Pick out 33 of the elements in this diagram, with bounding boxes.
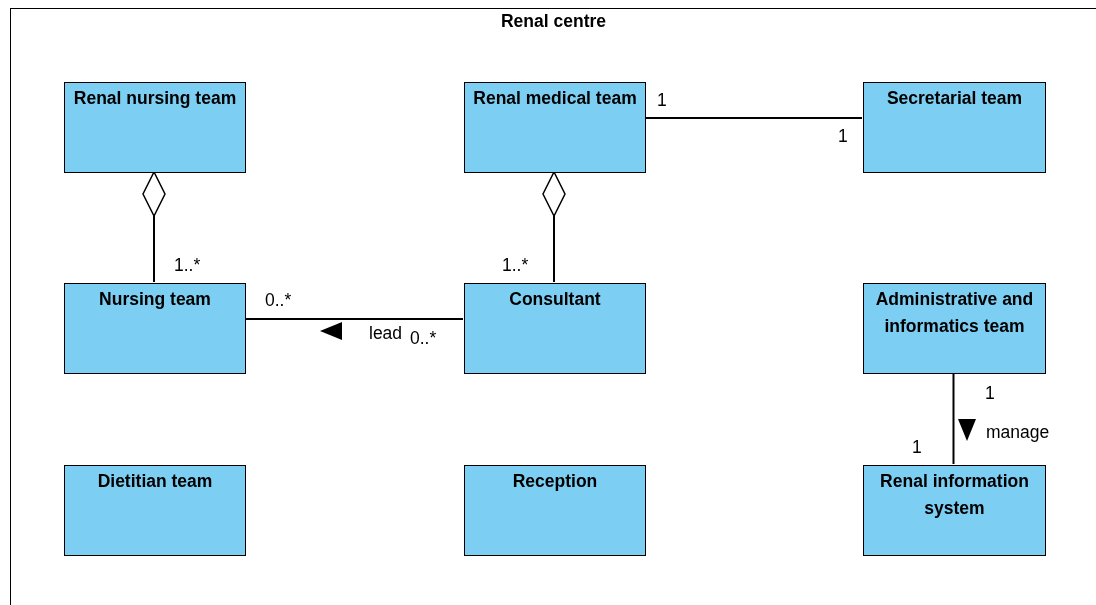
association-line — [644, 117, 863, 119]
multiplicity-label: 0..* — [265, 290, 292, 310]
class-name: Renal nursing team — [72, 87, 238, 110]
class-box — [464, 465, 646, 556]
multiplicity-label: 1 — [838, 126, 848, 146]
association-line — [244, 318, 464, 320]
class-box — [64, 465, 246, 556]
class-name: Renal information system — [879, 470, 1030, 520]
class-name: Reception — [511, 470, 599, 493]
class-name: Secretarial team — [885, 87, 1024, 110]
class-box — [464, 283, 646, 374]
class-box — [863, 82, 1046, 173]
class-name: Nursing team — [98, 288, 212, 311]
multiplicity-label: 1..* — [502, 255, 529, 275]
aggregation-line — [142, 171, 166, 283]
multiplicity-label: 0..* — [410, 328, 437, 348]
multiplicity-label: 1..* — [174, 255, 201, 275]
association-line — [952, 372, 955, 465]
boundary-title: Renal centre — [501, 10, 606, 33]
aggregation-line — [542, 171, 566, 283]
class-box — [863, 283, 1046, 374]
class-name: Consultant — [508, 288, 602, 311]
system-boundary — [10, 8, 1096, 605]
class-box — [64, 82, 246, 173]
class-box — [64, 283, 246, 374]
multiplicity-label: 1 — [912, 437, 922, 457]
class-name: Administrative and informatics team — [874, 288, 1035, 338]
class-box — [863, 465, 1046, 556]
multiplicity-label: 1 — [985, 383, 995, 403]
multiplicity-label: 1 — [657, 90, 667, 110]
class-name: Dietitian team — [96, 470, 214, 493]
class-box — [464, 82, 646, 173]
class-name: Renal medical team — [472, 87, 638, 110]
